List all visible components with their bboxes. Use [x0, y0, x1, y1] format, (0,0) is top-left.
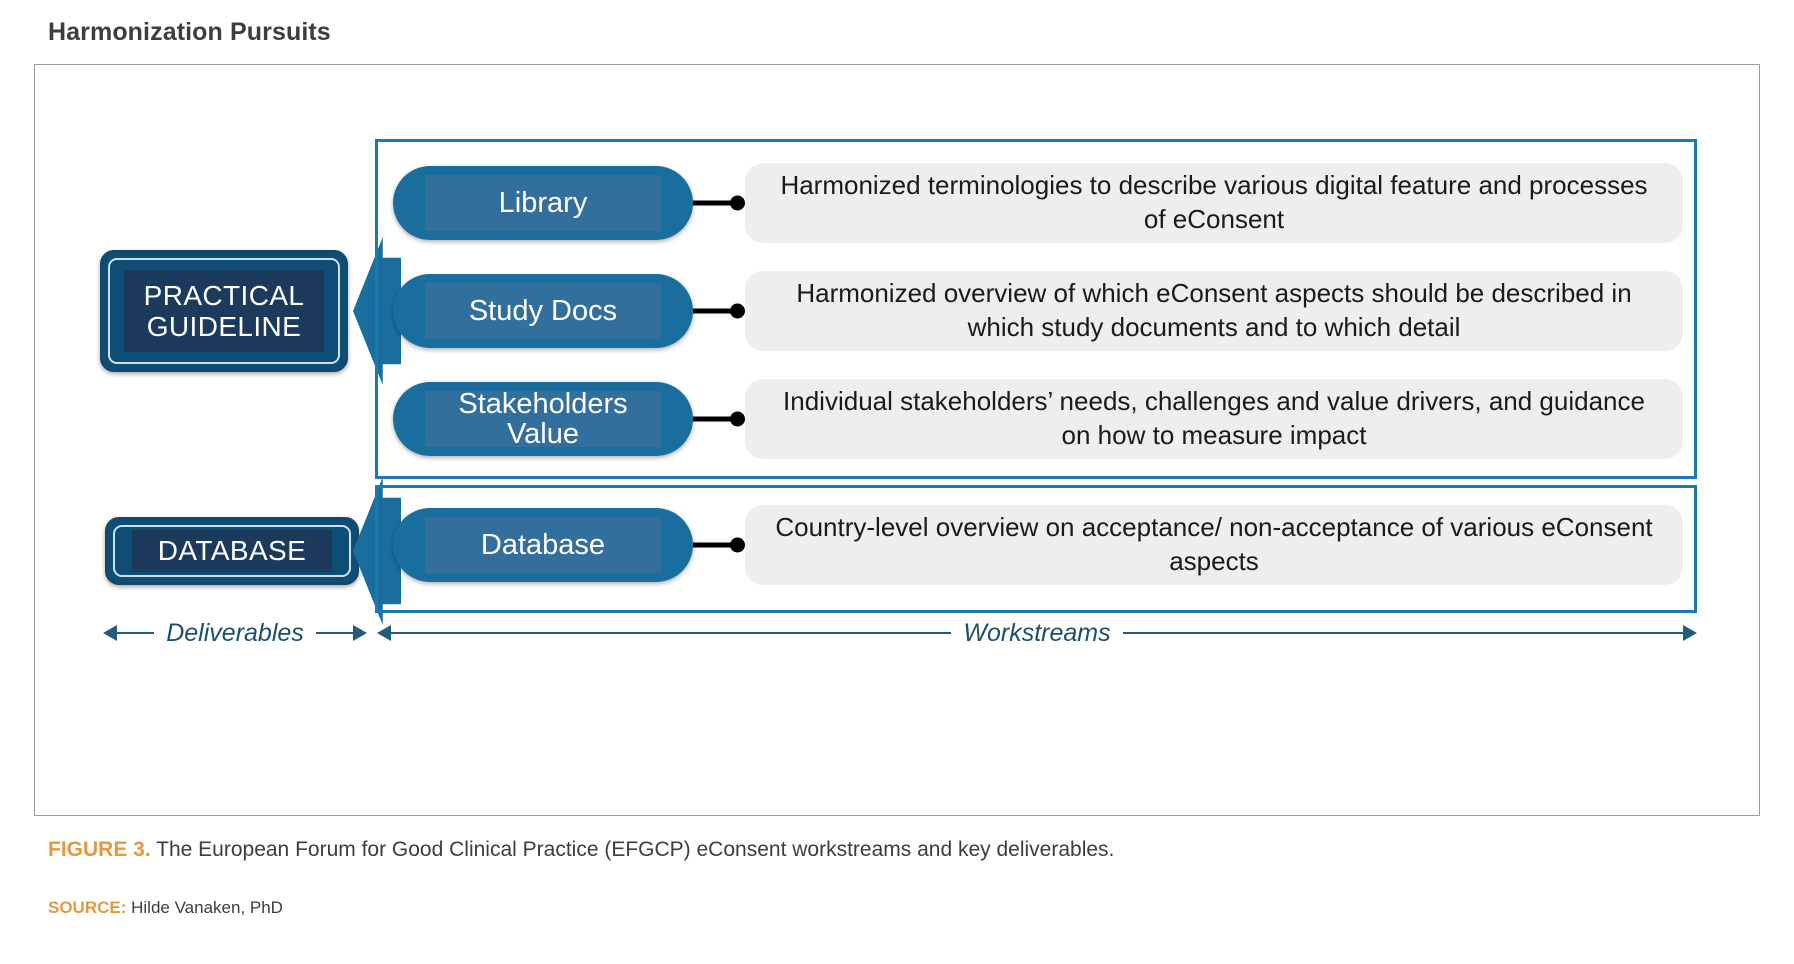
connector-dot-icon — [730, 303, 745, 319]
legend-line — [117, 632, 155, 634]
figure-number: FIGURE 3. — [48, 838, 151, 861]
legend-label-deliverables: Deliverables — [166, 618, 304, 647]
legend-deliverables: Deliverables — [103, 613, 367, 653]
connector-dot-icon — [730, 537, 745, 553]
arrow-left-icon — [377, 625, 391, 641]
workstream-description-database: Country-level overview on acceptance/ no… — [745, 505, 1683, 585]
source-text: Hilde Vanaken, PhD — [126, 898, 283, 917]
workstream-row-library: Library Harmonized terminologies to desc… — [393, 163, 1683, 243]
legend-label-workstreams: Workstreams — [963, 618, 1111, 647]
workstream-description-library: Harmonized terminologies to describe var… — [745, 163, 1683, 243]
workstream-label-database: Database — [425, 517, 661, 573]
connector-line-icon — [693, 537, 745, 553]
workstream-pill-library[interactable]: Library — [393, 166, 693, 240]
arrow-left-icon — [103, 625, 117, 641]
figure-source: SOURCE: Hilde Vanaken, PhD — [48, 898, 283, 918]
legend-line — [1122, 632, 1684, 634]
deliverable-inner-ring — [108, 258, 340, 364]
deliverable-database: DATABASE — [105, 517, 359, 585]
connector-line-icon — [693, 195, 745, 211]
connector-line — [693, 308, 735, 314]
connector-line — [693, 416, 735, 422]
workstream-description-stakeholders-value: Individual stakeholders’ needs, challeng… — [745, 379, 1683, 459]
connector-line — [693, 200, 735, 206]
connector-line — [693, 542, 735, 548]
workstream-pill-study-docs[interactable]: Study Docs — [393, 274, 693, 348]
workstream-pill-database[interactable]: Database — [393, 508, 693, 582]
arrow-right-icon — [353, 625, 367, 641]
workstream-description-study-docs: Harmonized overview of which eConsent as… — [745, 271, 1683, 351]
connector-line-icon — [693, 303, 745, 319]
legend-line — [315, 632, 353, 634]
connector-dot-icon — [730, 411, 745, 427]
deliverable-inner-ring — [113, 525, 351, 577]
legend-line — [391, 632, 952, 634]
group-frame-guideline — [375, 139, 1697, 479]
workstream-label-study-docs: Study Docs — [425, 283, 661, 339]
figure-caption: FIGURE 3. The European Forum for Good Cl… — [48, 838, 1114, 862]
legend-workstreams: Workstreams — [377, 613, 1698, 653]
group-frame-database — [375, 485, 1697, 613]
workstream-label-library: Library — [425, 175, 661, 231]
workstream-row-database: Database Country-level overview on accep… — [393, 505, 1683, 585]
workstream-row-study-docs: Study Docs Harmonized overview of which … — [393, 271, 1683, 351]
deliverable-label-database: DATABASE — [132, 530, 332, 572]
connector-line-icon — [693, 411, 745, 427]
connector-dot-icon — [730, 195, 745, 211]
page-title: Harmonization Pursuits — [48, 18, 331, 46]
legend: Deliverables Workstreams — [35, 613, 1761, 667]
source-label: SOURCE: — [48, 898, 127, 917]
figure-caption-text: The European Forum for Good Clinical Pra… — [150, 838, 1115, 861]
arrow-right-icon — [1683, 625, 1698, 641]
